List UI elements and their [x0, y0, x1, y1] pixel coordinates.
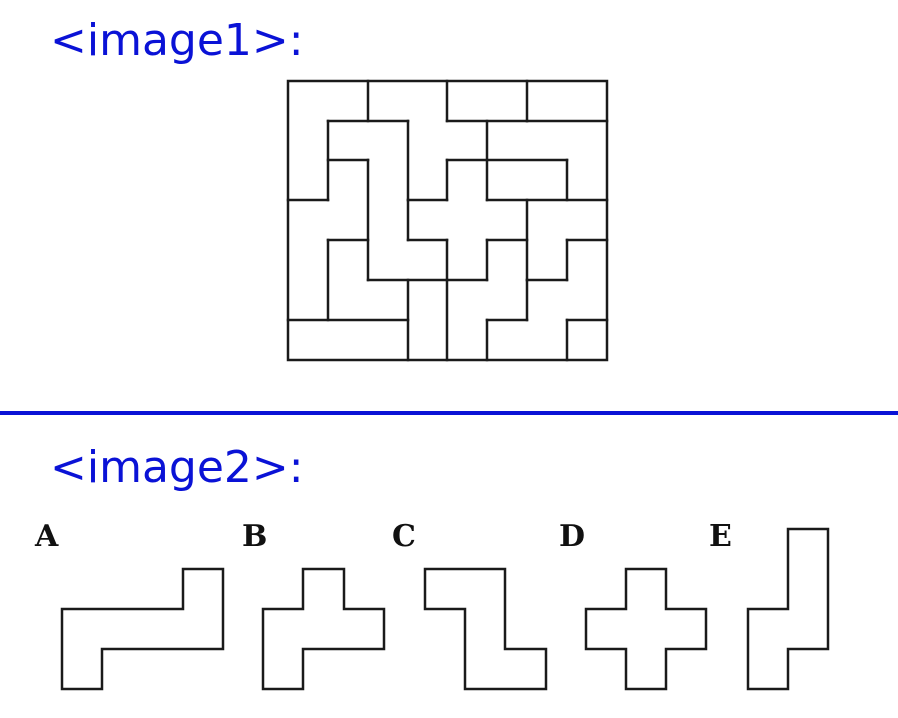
option-a-shape — [60, 567, 225, 691]
puzzle-piece-lines — [286, 79, 609, 362]
option-e-label: E — [709, 519, 732, 554]
option-c-shape — [423, 567, 548, 691]
option-b-shape — [261, 567, 386, 691]
image2-heading: <image2>: — [50, 442, 304, 493]
option-e-shape — [746, 527, 830, 691]
option-c-label: C — [392, 519, 416, 554]
option-b-label: B — [242, 519, 268, 554]
option-d-label: D — [559, 519, 586, 554]
section-divider — [0, 411, 898, 415]
puzzle-frame — [286, 79, 609, 362]
option-d-shape — [584, 567, 708, 691]
image1-heading: <image1>: — [50, 15, 304, 66]
option-a-label: A — [35, 519, 59, 554]
